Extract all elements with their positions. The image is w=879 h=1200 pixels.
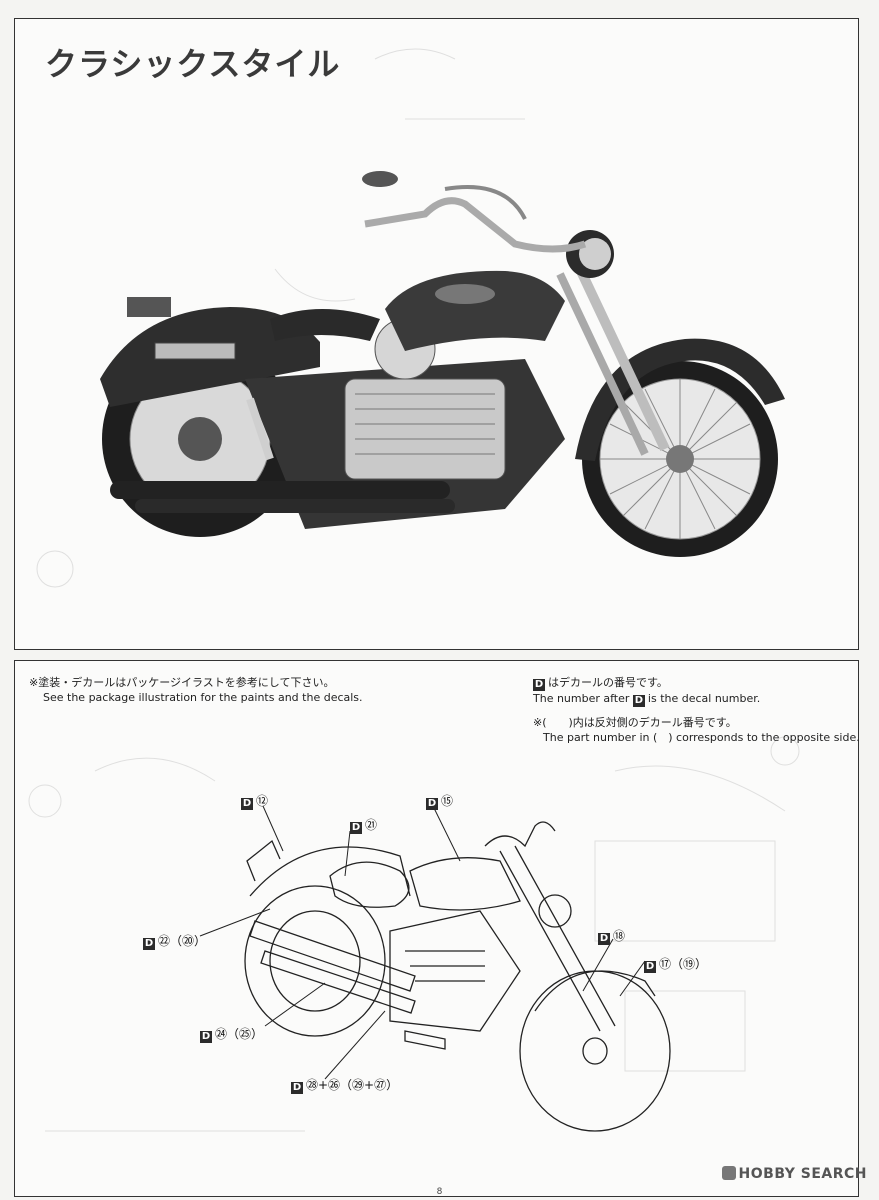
finished-model-panel: クラシックスタイル (14, 18, 859, 650)
paint-note-en: See the package illustration for the pai… (43, 691, 363, 704)
paint-note-jp: ※塗装・デカールはパッケージイラストを参考にして下さい。 (29, 676, 335, 689)
decal-d-marker: D (632, 695, 645, 707)
motorcycle-illustration (36, 48, 785, 588)
hobby-search-logo-icon (721, 1166, 736, 1180)
decal-line-drawing (28, 736, 800, 1132)
hobby-search-watermark: HOBBY SEARCH (721, 1166, 867, 1182)
decal-placement-panel: ※塗装・デカールはパッケージイラストを参考にして下さい。 See the pac… (14, 660, 860, 1197)
page-number: 8 (436, 1187, 443, 1197)
opposite-note-en: The part number in ( ) corresponds to th… (543, 731, 860, 744)
decal-d-marker: D (533, 679, 545, 691)
section-title: クラシックスタイル (45, 45, 341, 83)
opposite-note-jp: ※( )内は反対側のデカール番号です。 (533, 716, 737, 729)
